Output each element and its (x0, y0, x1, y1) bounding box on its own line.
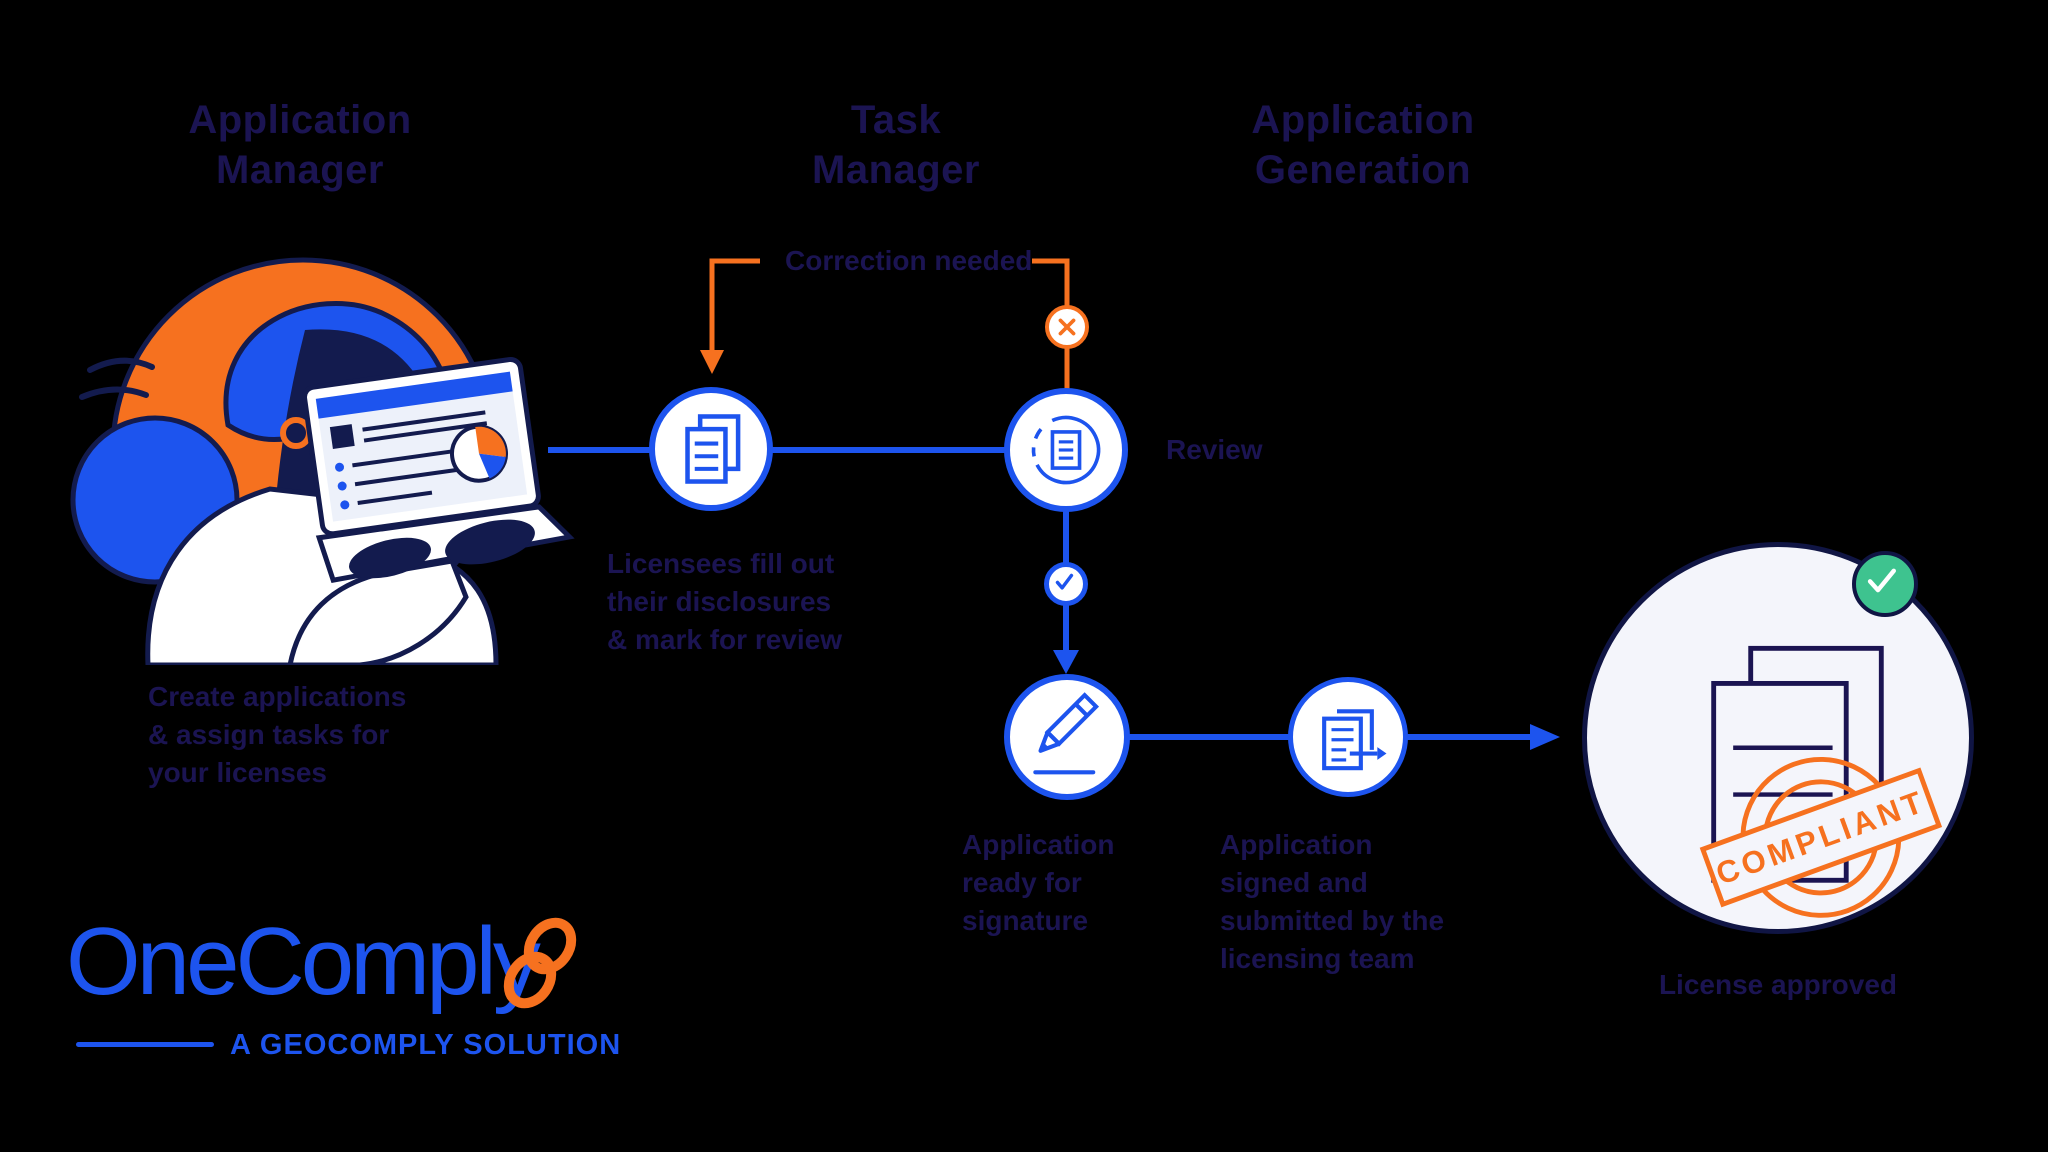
screen-avatar-block (329, 424, 355, 449)
onecomply-logo: OneComply (66, 908, 541, 1015)
correction-needed-label: Correction needed (785, 245, 1033, 276)
application-manager-illustration (70, 257, 575, 665)
screen-titlebar (315, 371, 513, 419)
arrowhead-down-icon (1053, 650, 1079, 674)
linked-rings-icon (503, 917, 577, 1009)
arrowhead-right-icon (1530, 724, 1560, 750)
ready-for-signature-caption: Application ready for signature (962, 829, 1115, 936)
pencil-signature-icon (1033, 692, 1100, 775)
check-icon (1055, 573, 1074, 590)
green-check-icon (1867, 568, 1896, 593)
rejected-badge (1045, 305, 1089, 349)
logo-divider (76, 1042, 214, 1047)
license-approved-badge (1852, 551, 1918, 617)
licensees-caption: Licensees fill out their disclosures & m… (607, 548, 842, 655)
review-label: Review (1166, 434, 1263, 465)
license-documents-icon: COMPLIANT (1699, 645, 1943, 918)
correction-arrowhead-icon (700, 350, 724, 374)
right-hand (445, 519, 535, 565)
document-send-icon (1322, 709, 1387, 771)
review-node (1004, 388, 1128, 512)
create-applications-caption: Create applications & assign tasks for y… (148, 681, 407, 788)
sleeve (287, 558, 469, 665)
laptop (302, 356, 575, 584)
license-approved-caption: License approved (1658, 969, 1898, 1000)
header-application-manager: Application Manager (188, 98, 412, 192)
license-approved-node: COMPLIANT (1582, 542, 1974, 934)
licensee-disclosures-node (649, 387, 773, 511)
motion-line-icon (87, 357, 155, 373)
x-icon (1058, 318, 1076, 336)
correction-elbow-left (709, 258, 760, 352)
left-hand (349, 537, 431, 579)
header-task-manager: Task Manager (812, 98, 980, 192)
signature-node (1004, 674, 1130, 800)
motion-line-icon (79, 386, 149, 400)
header-application-generation: Application Generation (1251, 98, 1475, 192)
documents-icon (685, 414, 741, 484)
geocomply-tagline: A GEOCOMPLY SOLUTION (230, 1029, 622, 1061)
review-document-icon (1031, 415, 1101, 485)
submit-node (1288, 677, 1408, 797)
signed-submitted-caption: Application signed and submitted by the … (1220, 829, 1445, 974)
correction-elbow-right (1032, 258, 1070, 306)
approved-badge (1044, 562, 1088, 606)
